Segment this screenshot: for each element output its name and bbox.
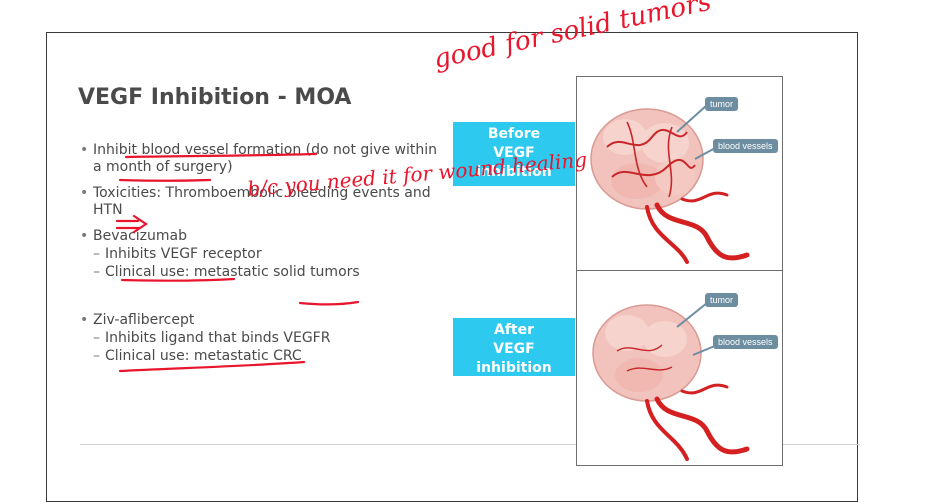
label-line: VEGF [493, 341, 535, 357]
label-line: Before [487, 126, 541, 142]
bullet-list: Inhibit blood vessel formation (do not g… [80, 142, 448, 374]
tumor-callout: tumor [705, 293, 739, 307]
tumor-illustration-before: tumor blood vessels [576, 76, 783, 271]
slide-title: VEGF Inhibition - MOA [78, 85, 352, 110]
blood-vessels-callout: blood vessels [713, 139, 778, 153]
sub-bullet: Clinical use: metastatic solid tumors [93, 263, 448, 281]
bullet-label: Bevacizumab [93, 228, 187, 244]
blood-vessels-callout: blood vessels [713, 335, 778, 349]
bullet-item: Toxicities: Thromboembolic bleeding even… [80, 185, 448, 219]
tumor-illustration-after: tumor blood vessels [576, 270, 783, 466]
before-inhibition-label: Before VEGF inhibition [453, 122, 575, 186]
sub-bullet: Inhibits ligand that binds VEGFR [93, 329, 448, 347]
after-inhibition-label: After VEGF inhibition [453, 318, 575, 376]
label-line: inhibition [476, 360, 552, 376]
bullet-item: Ziv-aflibercept Inhibits ligand that bin… [80, 312, 448, 365]
label-line: After [493, 322, 535, 338]
footer-divider [80, 444, 860, 445]
bullet-item: Bevacizumab Inhibits VEGF receptor Clini… [80, 228, 448, 281]
tumor-drawing-icon [592, 302, 750, 461]
label-line: VEGF [493, 145, 535, 161]
sub-bullet: Clinical use: metastatic CRC [93, 347, 448, 365]
tumor-drawing-icon [590, 104, 750, 264]
label-line: inhibition [476, 164, 552, 180]
bullet-item: Inhibit blood vessel formation (do not g… [80, 142, 448, 176]
tumor-callout: tumor [705, 97, 739, 111]
bullet-label: Ziv-aflibercept [93, 312, 195, 328]
sub-bullet: Inhibits VEGF receptor [93, 245, 448, 263]
